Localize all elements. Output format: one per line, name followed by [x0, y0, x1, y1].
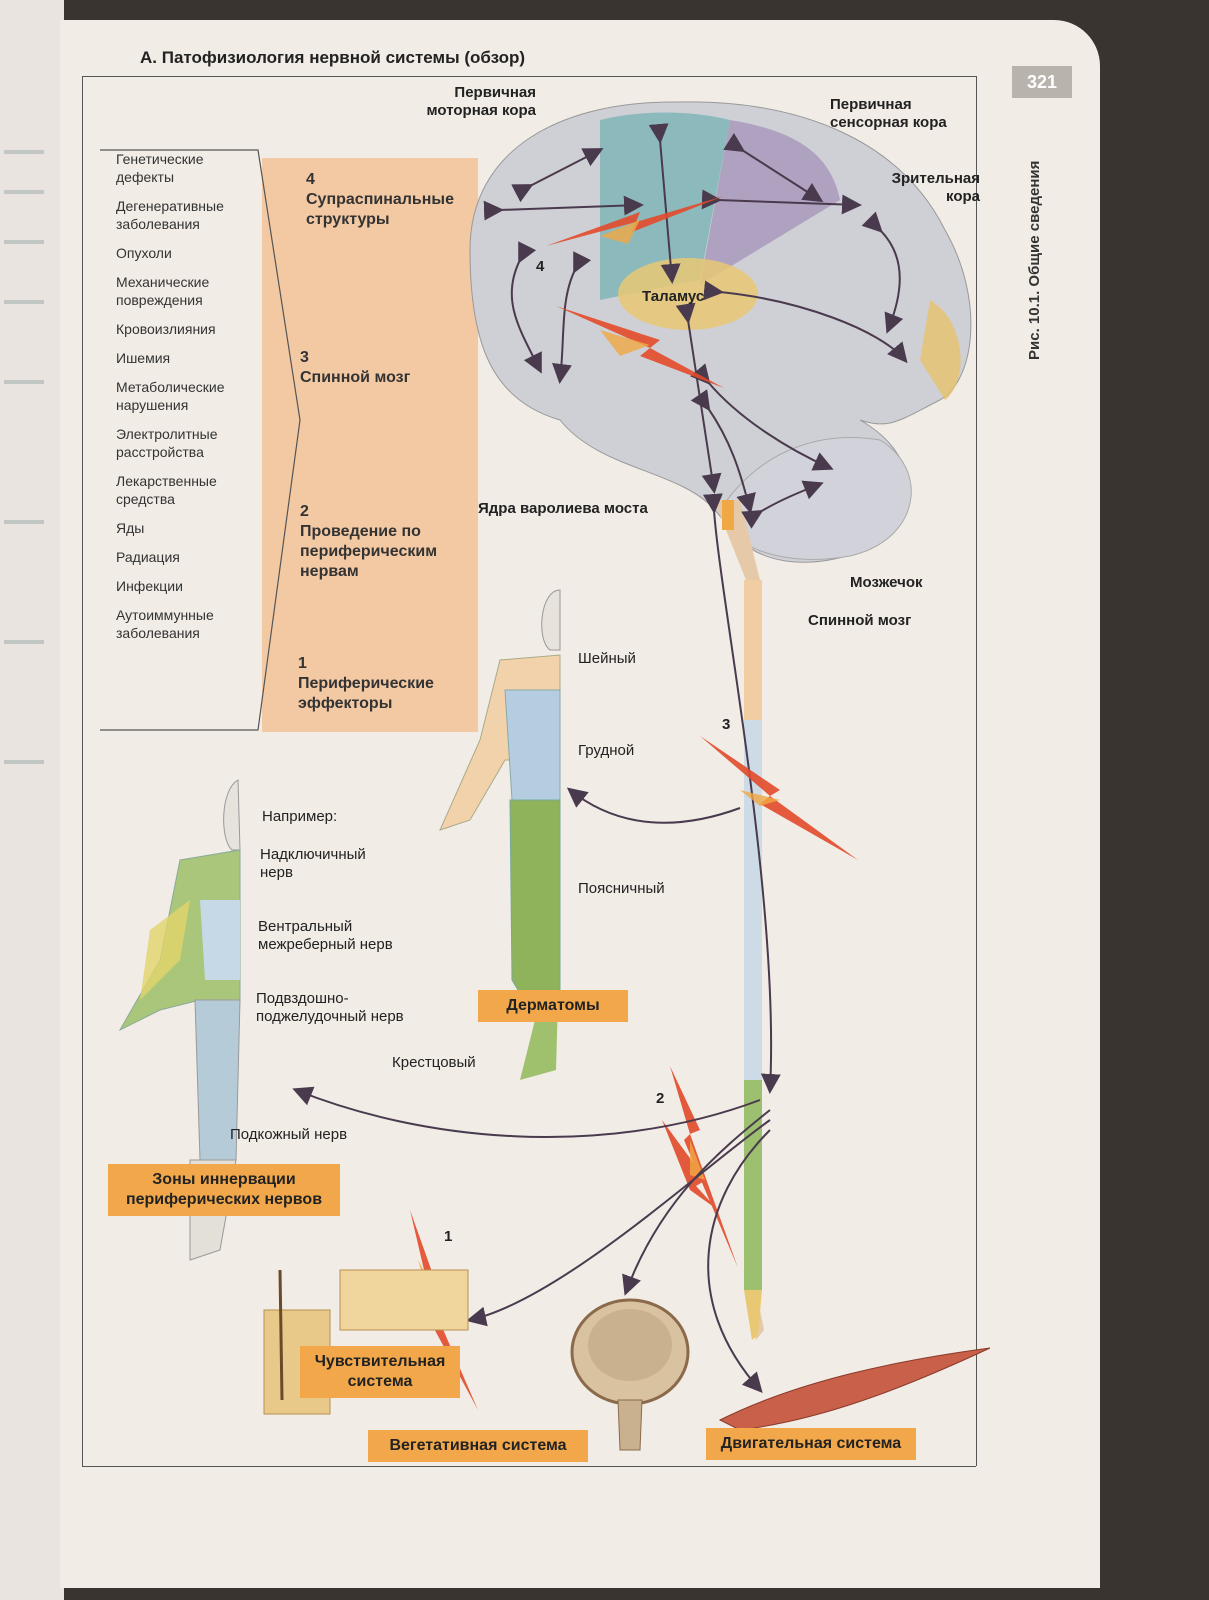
label-iliohypogastric: Подвздошно-поджелудочный нерв — [256, 990, 404, 1025]
label-supraclavicular: Надключичный нерв — [260, 846, 366, 881]
cause-item: Радиация — [116, 549, 180, 565]
cause-item: Ишемия — [116, 350, 171, 366]
cause-item: Аутоиммунные заболевания — [116, 607, 214, 641]
vegetative-system-label: Вегетативная система — [368, 1430, 588, 1462]
causes-list: Генетические дефекты Дегенеративные забо… — [116, 150, 256, 653]
nerve-zones-title: Зоны иннервации периферических нервов — [108, 1164, 340, 1216]
cause-item: Метаболические нарушения — [116, 379, 225, 413]
figure-title: А. Патофизиология нервной системы (обзор… — [140, 48, 526, 67]
cause-item: Инфекции — [116, 578, 183, 594]
marker-1: 1 — [444, 1228, 453, 1245]
cause-item: Электролитные расстройства — [116, 426, 218, 460]
bladder-illustration — [570, 1298, 690, 1451]
label-thoracic: Грудной — [578, 742, 635, 759]
muscle-illustration — [718, 1347, 991, 1431]
marker-3: 3 — [722, 716, 731, 733]
label-motor-cortex: Первичная моторная кора — [426, 84, 536, 119]
cause-item: Опухоли — [116, 245, 172, 261]
marker-4: 4 — [536, 258, 545, 275]
sensory-system-label: Чувствительная система — [300, 1346, 460, 1398]
label-example: Например: — [262, 808, 338, 825]
label-cerebellum: Мозжечок — [850, 574, 923, 591]
label-intercostal: Вентральный межреберный нерв — [258, 918, 393, 953]
cause-item: Кровоизлияния — [116, 321, 216, 337]
label-lumbar: Поясничный — [578, 880, 665, 897]
label-sensory-cortex: Первичная сенсорная кора — [830, 96, 947, 131]
label-pons-nuclei: Ядра варолиева моста — [478, 500, 648, 517]
cause-item: Лекарственные средства — [116, 473, 217, 507]
dermatomes-title: Дерматомы — [478, 990, 628, 1022]
label-spinal-cord: Спинной мозг — [808, 612, 912, 629]
levels-panel — [262, 158, 478, 732]
label-cervical: Шейный — [578, 650, 636, 667]
dermatome-figure — [439, 589, 561, 1080]
cause-item: Яды — [116, 520, 145, 536]
label-sacral: Крестцовый — [392, 1054, 476, 1071]
cause-item: Генетические дефекты — [116, 151, 204, 185]
cause-item: Дегенеративные заболевания — [116, 198, 224, 232]
left-page-edge — [0, 0, 64, 1600]
cause-item: Механические повреждения — [116, 274, 210, 308]
label-thalamus: Таламус — [642, 288, 705, 305]
motor-system-label: Двигательная система — [706, 1428, 916, 1460]
marker-2: 2 — [656, 1090, 665, 1107]
label-saphenous: Подкожный нерв — [230, 1126, 348, 1143]
page-number: 321 — [1012, 66, 1072, 98]
skin-illustration — [263, 1269, 469, 1415]
label-visual-cortex: Зрительная кора — [891, 170, 980, 205]
